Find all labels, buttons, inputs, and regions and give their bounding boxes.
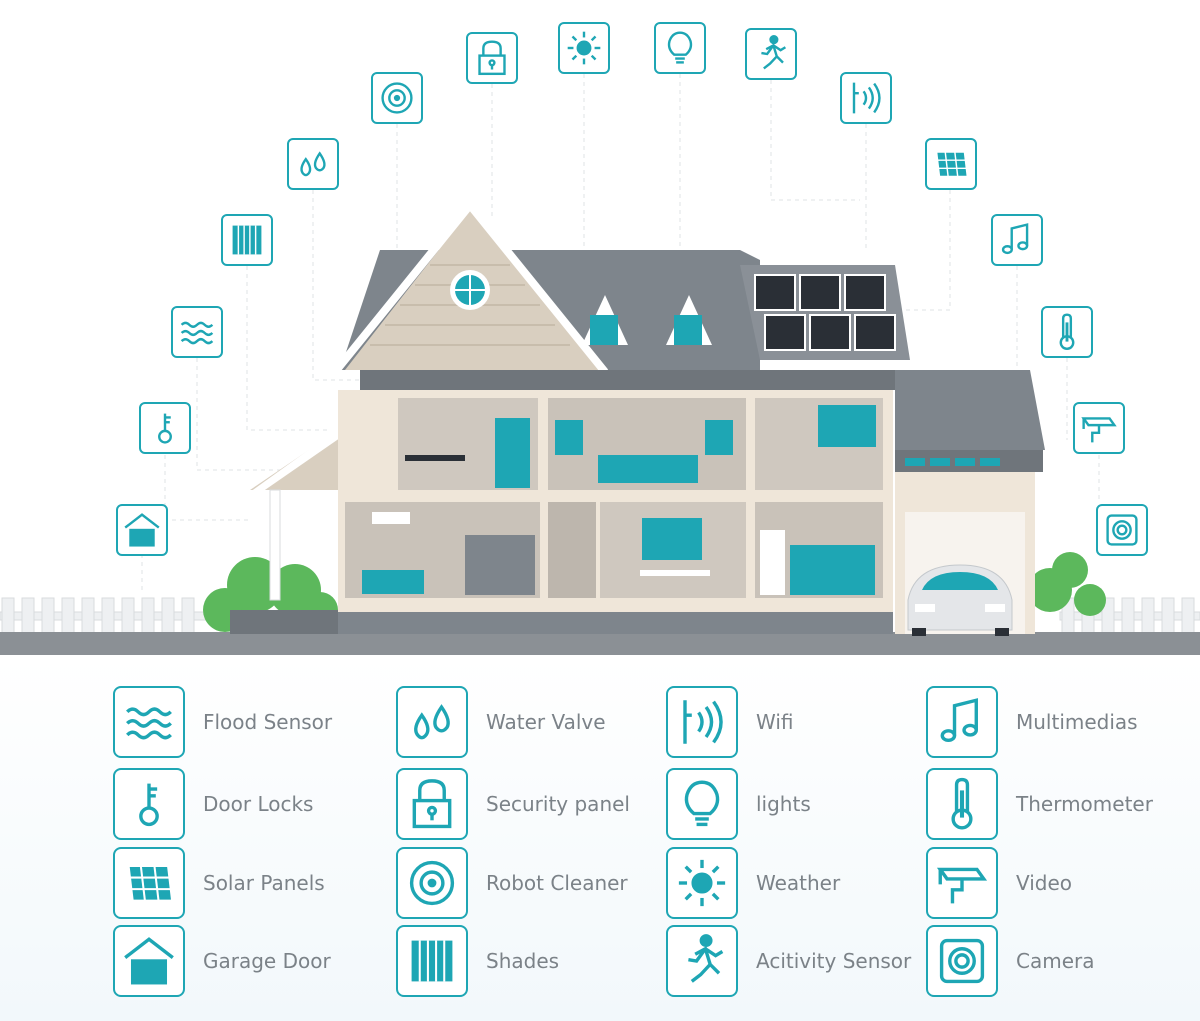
robot-cleaner-icon — [396, 847, 468, 919]
legend-item-door-locks: Door Locks — [113, 768, 383, 840]
legend-item-wifi: Wifi — [666, 686, 921, 758]
ring-solar-panel-icon — [925, 138, 977, 190]
legend-item-thermometer: Thermometer — [926, 768, 1186, 840]
legend-label: Shades — [486, 949, 560, 973]
ring-garage-icon — [116, 504, 168, 556]
legend-label: Camera — [1016, 949, 1095, 973]
legend-label: Multimedias — [1016, 710, 1138, 734]
thermometer-icon — [926, 768, 998, 840]
ring-shades-icon — [221, 214, 273, 266]
roof-solar-panels — [754, 274, 896, 351]
shades-icon — [396, 925, 468, 997]
door-lock-icon — [113, 768, 185, 840]
fence-left — [0, 597, 211, 639]
legend-label: lights — [756, 792, 811, 816]
ring-flood-icon — [171, 306, 223, 358]
ring-door-lock-icon — [139, 402, 191, 454]
water-valve-icon — [396, 686, 468, 758]
flood-icon — [113, 686, 185, 758]
video-camera-icon — [926, 847, 998, 919]
legend-label: Thermometer — [1016, 792, 1153, 816]
ring-light-bulb-icon — [654, 22, 706, 74]
legend-label: Garage Door — [203, 949, 331, 973]
legend-panel: Flood Sensor Door Locks Solar Panels Gar… — [0, 658, 1200, 1021]
legend-label: Security panel — [486, 792, 630, 816]
legend-item-shades: Shades — [396, 925, 656, 997]
legend-item-garage-door: Garage Door — [113, 925, 383, 997]
legend-item-water-valve: Water Valve — [396, 686, 656, 758]
smart-home-illustration — [0, 22, 1200, 655]
solar-panel-icon — [113, 847, 185, 919]
ring-robot-cleaner-icon — [371, 72, 423, 124]
ring-thermometer-icon — [1041, 306, 1093, 358]
ring-activity-icon — [745, 28, 797, 80]
ring-wifi-icon — [840, 72, 892, 124]
wifi-icon — [666, 686, 738, 758]
legend-item-camera: Camera — [926, 925, 1186, 997]
legend-item-security-panel: Security panel — [396, 768, 656, 840]
house-illustration — [0, 74, 1200, 655]
legend-item-video: Video — [926, 847, 1186, 919]
legend-label: Solar Panels — [203, 871, 325, 895]
legend-label: Video — [1016, 871, 1073, 895]
legend-item-lights: lights — [666, 768, 921, 840]
ring-water-valve-icon — [287, 138, 339, 190]
legend-label: Door Locks — [203, 792, 314, 816]
ring-camera-icon — [1096, 504, 1148, 556]
camera-icon — [926, 925, 998, 997]
legend-label: Wifi — [756, 710, 794, 734]
legend-label: Robot Cleaner — [486, 871, 628, 895]
car — [907, 564, 1013, 636]
legend-item-weather: Weather — [666, 847, 921, 919]
legend-label: Acitivity Sensor — [756, 949, 912, 973]
legend-label: Weather — [756, 871, 841, 895]
legend-item-activity-sensor: Acitivity Sensor — [666, 925, 921, 997]
ring-security-panel-icon — [466, 32, 518, 84]
ground — [0, 632, 1200, 655]
legend-item-flood-sensor: Flood Sensor — [113, 686, 383, 758]
light-bulb-icon — [666, 768, 738, 840]
legend-label: Water Valve — [486, 710, 606, 734]
weather-icon — [666, 847, 738, 919]
legend-label: Flood Sensor — [203, 710, 333, 734]
legend-item-robot-cleaner: Robot Cleaner — [396, 847, 656, 919]
ring-weather-icon — [558, 22, 610, 74]
ring-music-icon — [991, 214, 1043, 266]
garage-roof — [895, 370, 1045, 450]
legend-item-solar-panels: Solar Panels — [113, 847, 383, 919]
ring-video-camera-icon — [1073, 402, 1125, 454]
activity-icon — [666, 925, 738, 997]
garage-icon — [113, 925, 185, 997]
legend-item-multimedias: Multimedias — [926, 686, 1186, 758]
security-panel-icon — [396, 768, 468, 840]
music-icon — [926, 686, 998, 758]
